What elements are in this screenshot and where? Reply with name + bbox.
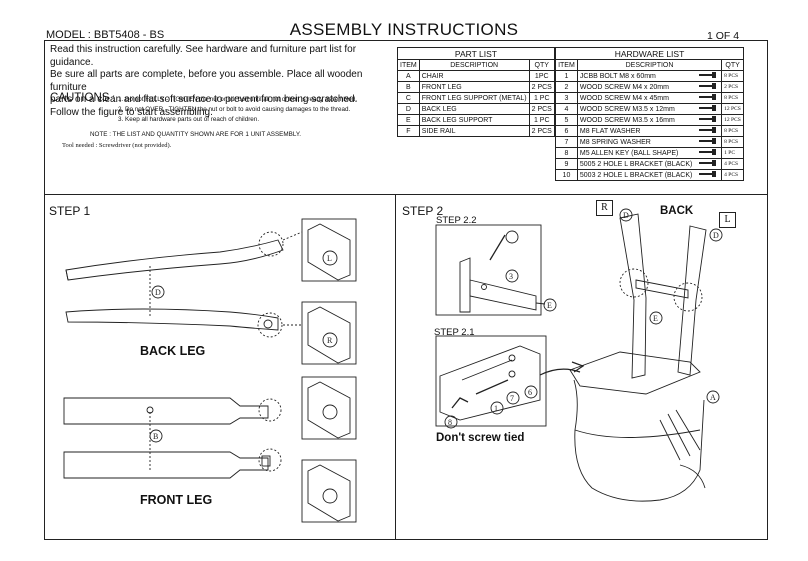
intro-line: parts on a clean and flat soft surface t…	[50, 94, 358, 105]
caution-item: 2. Do not OVER - TIGHTEN the nut or bolt…	[118, 106, 351, 113]
intro-text: Read this instruction carefully. See har…	[50, 44, 395, 119]
callout-label: D	[713, 231, 719, 240]
quantity-note: NOTE : THE LIST AND QUANTITY SHOWN ARE F…	[90, 131, 301, 138]
step-2-1-detail-box	[435, 335, 547, 427]
intro-line: Read this instruction carefully. See har…	[50, 44, 357, 68]
back-leg-upper-illustration	[65, 239, 284, 281]
caution-item: 1. Do not FULLY - TIGHTEN the nut or nut…	[118, 96, 358, 103]
callout-label: E	[653, 314, 658, 323]
page-number: 1 OF 4	[707, 30, 740, 42]
back-leg-label: BACK LEG	[140, 344, 206, 358]
front-leg-lower-illustration	[63, 451, 271, 479]
step-2-1-label: STEP 2.1	[434, 327, 475, 338]
section-divider	[395, 194, 396, 540]
step-2-label: STEP 2	[402, 204, 444, 218]
callout-label: 8	[448, 418, 452, 427]
callout-label: R	[327, 336, 333, 345]
chair-assembly-illustration	[539, 213, 707, 502]
callout-label: 1	[494, 404, 498, 413]
front-leg-upper-illustration	[63, 397, 269, 425]
caution-item: 3. Keep all hardware parts out of reach …	[118, 116, 260, 123]
hardware-description: 5003 2 HOLE L BRACKET (BLACK)	[576, 169, 696, 181]
hardware-qty: 4 PCS	[721, 169, 744, 181]
page-title: ASSEMBLY INSTRUCTIONS	[289, 20, 519, 39]
dont-screw-tied-label: Don't screw tied	[436, 432, 525, 444]
step-1-label: STEP 1	[49, 204, 91, 218]
hardware-qty: 8 PCS	[721, 136, 744, 148]
callout-label: A	[710, 393, 716, 402]
section-divider	[44, 194, 768, 195]
callout-label: 7	[510, 394, 514, 403]
front-leg-label: FRONT LEG	[140, 493, 213, 507]
back-leg-lower-illustration	[65, 308, 279, 331]
callout-label: 6	[528, 388, 532, 397]
callout-label: D	[155, 288, 161, 297]
callout-label: B	[153, 432, 158, 441]
callout-label: L	[327, 254, 332, 263]
right-side-marker: R	[596, 200, 613, 216]
part-item: F	[397, 125, 420, 137]
callout-label: 3	[509, 272, 513, 281]
step-2-2-label: STEP 2.2	[436, 215, 477, 226]
tool-note: Tool needed : Screwdriver (not provided)…	[62, 142, 172, 149]
callout-label: D	[623, 211, 629, 220]
cautions-list: 1. Do not FULLY - TIGHTEN the nut or nut…	[118, 95, 357, 125]
detail-box-front-left	[301, 376, 357, 440]
back-label: BACK	[660, 205, 694, 217]
step-2-2-detail-box	[435, 224, 542, 316]
model-number: MODEL : BBT5408 - BS	[46, 29, 165, 41]
intro-line: Be sure all parts are complete, before y…	[50, 69, 363, 93]
page-frame	[44, 40, 768, 540]
callout-label: E	[547, 301, 552, 310]
cautions-label: CAUTIONS :	[50, 92, 115, 104]
left-side-marker: L	[719, 212, 736, 228]
detail-box-back-right	[301, 301, 357, 365]
detail-box-front-right	[301, 459, 357, 523]
intro-line: Follow the figure to start assembling.	[50, 106, 213, 118]
part-qty: 2 PCS	[528, 125, 555, 137]
detail-box-back-left	[301, 218, 357, 282]
